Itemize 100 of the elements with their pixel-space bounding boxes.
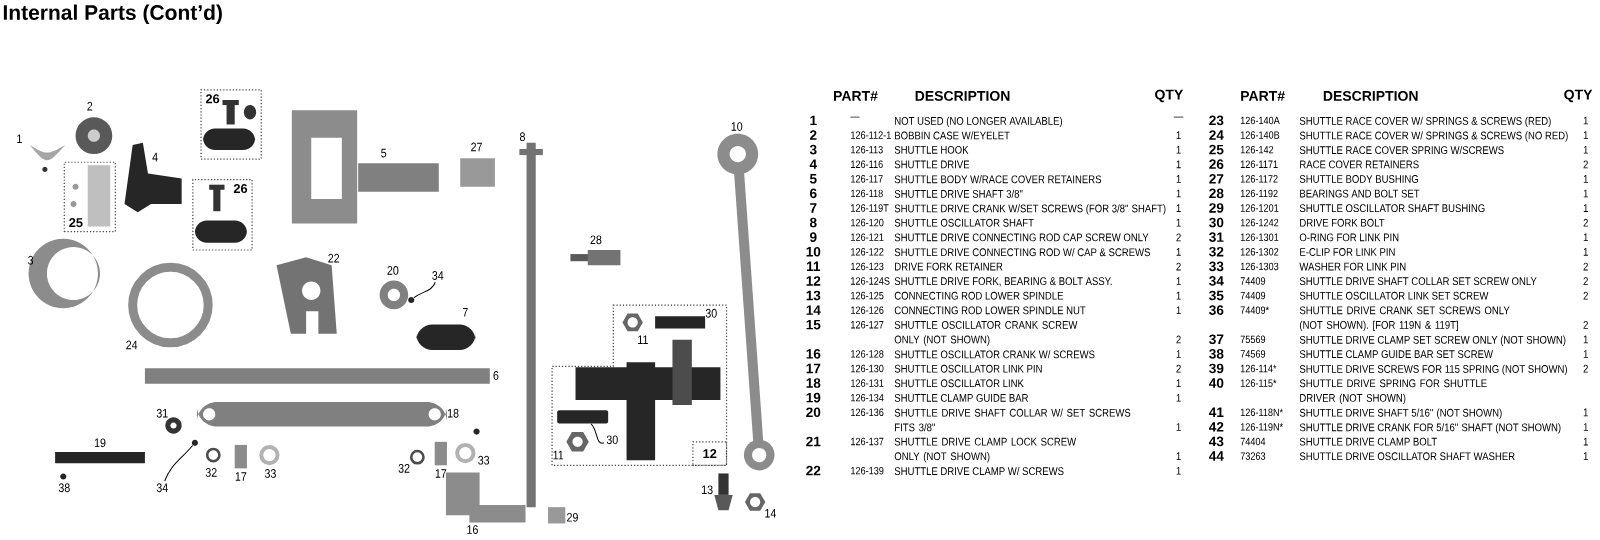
part-code: 126-119T (851, 204, 889, 212)
quantity: 1 (1176, 452, 1181, 461)
part-description: BEARINGS AND BOLT SET (1300, 189, 1420, 198)
callout-number: 31 (156, 409, 168, 418)
part-description: SHUTTLE CLAMP GUIDE BAR SET SCREW (1299, 350, 1493, 359)
part-code: 126-117 (851, 175, 883, 183)
item-number: 40 (1209, 378, 1224, 388)
part-code: 75569 (1240, 335, 1266, 344)
quantity: 2 (1176, 335, 1181, 344)
item-number: 39 (1209, 363, 1224, 374)
callout-number: 18 (447, 409, 459, 418)
part-description: SHUTTLE OSCILLATOR LINK SET SCREW (1299, 291, 1489, 300)
part-description: SHUTTLE DRIVE SHAFT 5/16" (NOT SHOWN) (1299, 408, 1502, 419)
part-description: SHUTTLE DRIVE CONNECTING ROD W/ CAP & SCREWS (894, 248, 1150, 257)
part-description: WASHER FOR LINK PIN (1299, 262, 1406, 271)
item-number: 19 (806, 392, 821, 403)
item-number: 2 (809, 130, 817, 140)
part-code: 126-128 (851, 350, 884, 358)
quantity: 1 (1176, 350, 1181, 358)
quantity: 1 (1583, 116, 1588, 125)
part-description: SHUTTLE BODY BUSHING (1299, 175, 1418, 184)
part-group-frame: 26 (192, 179, 253, 251)
quantity: 2 (1583, 321, 1588, 329)
part-code: 126-130 (851, 364, 884, 373)
item-number: 27 (1209, 174, 1224, 184)
part-description: DRIVE FORK BOLT (1300, 218, 1385, 227)
column-header: DESCRIPTION (1323, 91, 1418, 101)
part-code: 126-140A (1240, 116, 1280, 125)
part-code: 126-1302 (1240, 248, 1279, 256)
part-code: 126-136 (851, 408, 884, 417)
part-code: 126-139 (851, 467, 884, 475)
part-code: 126-127 (851, 321, 884, 329)
callout-number: 14 (765, 509, 777, 518)
item-number: 23 (1209, 115, 1224, 126)
callout-number: 2 (87, 101, 93, 111)
part-code: 126-118 (851, 189, 883, 198)
quantity: 1 (1176, 160, 1181, 169)
item-number: 36 (1209, 305, 1224, 316)
item-number: 31 (1209, 232, 1224, 243)
part-description: SHUTTLE RACE COVER W/ SPRINGS & SCREWS (NO RED) (1299, 131, 1568, 142)
part-description: SHUTTLE OSCILLATOR LINK PIN (894, 364, 1042, 373)
part-code: 126-121 (851, 233, 884, 242)
item-number: 7 (810, 203, 817, 213)
item-number: 20 (806, 407, 821, 418)
part-description: SHUTTLE DRIVE SHAFT COLLAR SET SCREW ONLY (1299, 277, 1537, 286)
part-description: SHUTTLE DRIVE CRANK SET SCREWS ONLY (NOT SHOWN). [FOR 119N & 119T] (1299, 306, 1510, 332)
item-number: 33 (1209, 261, 1224, 272)
part-description: SHUTTLE DRIVE CLAMP SET SCREW ONLY (NOT SHOWN) (1299, 335, 1566, 347)
bolt-drawing (557, 410, 609, 424)
callout-number: 6 (493, 371, 499, 380)
item-number: 10 (806, 247, 821, 257)
item-number: 24 (1209, 130, 1224, 140)
column-header: QTY (1564, 89, 1593, 103)
quantity: 1 (1176, 277, 1181, 285)
quantity: 1 (1583, 204, 1588, 212)
item-number: 43 (1209, 436, 1224, 447)
quantity: 1 (1583, 175, 1588, 183)
part-code: 126-1301 (1240, 233, 1279, 242)
part-code: 126-1192 (1240, 189, 1278, 198)
part-description: SHUTTLE OSCILLATOR SHAFT (894, 218, 1034, 227)
callout-number: 13 (702, 485, 713, 495)
part-code: 126-131 (851, 379, 884, 387)
quantity: 1 (1583, 248, 1588, 256)
quantity: 1 (1176, 248, 1181, 256)
item-number: 13 (806, 290, 821, 301)
part-code: 126-1303 (1240, 262, 1279, 271)
part-code: — (850, 116, 860, 118)
part-code: 126-1171 (1240, 160, 1278, 169)
callout-number: 17 (235, 472, 247, 481)
quantity: 1 (1583, 335, 1588, 344)
quantity: 1 (1176, 467, 1181, 475)
item-number: 16 (806, 349, 821, 359)
quantity: 1 (1176, 394, 1181, 402)
column-header: PART# (834, 91, 878, 101)
callout-number: 27 (471, 142, 482, 152)
quantity: 2 (1583, 218, 1588, 227)
part-code: 74409* (1240, 306, 1269, 314)
part-group-frame: 26 (200, 89, 262, 160)
part-description: SHUTTLE DRIVE SHAFT COLLAR W/ SET SCREWS FITS 3/8" (894, 408, 1131, 432)
quantity: 1 (1176, 175, 1181, 183)
part-description: SHUTTLE BODY W/RACE COVER RETAINERS (894, 175, 1102, 184)
quantity: 1 (1176, 204, 1181, 212)
callout-number: 29 (567, 513, 578, 522)
quantity: 1 (1176, 306, 1181, 315)
item-number: 32 (1209, 247, 1224, 257)
part-description: CONNECTING ROD LOWER SPINDLE (894, 291, 1064, 300)
quantity: 1 (1583, 131, 1588, 140)
title: Internal Parts (Cont’d) (3, 4, 222, 25)
part-group-frame: 25 (63, 161, 116, 233)
quantity: 2 (1176, 262, 1181, 271)
column-header: PART# (1241, 91, 1285, 101)
part-description: RACE COVER RETAINERS (1300, 160, 1419, 169)
item-number: 18 (806, 378, 821, 388)
part-code: 74569 (1240, 350, 1266, 358)
part-description: SHUTTLE DRIVE (894, 160, 970, 169)
part-description: SHUTTLE DRIVE CONNECTING ROD CAP SCREW ONLY (894, 233, 1149, 242)
part-description: SHUTTLE DRIVE CLAMP BOLT (1299, 437, 1437, 446)
part-code: 126-134 (851, 394, 884, 402)
part-description: SHUTTLE HOOK (894, 146, 969, 154)
callout-number: 19 (94, 438, 106, 448)
